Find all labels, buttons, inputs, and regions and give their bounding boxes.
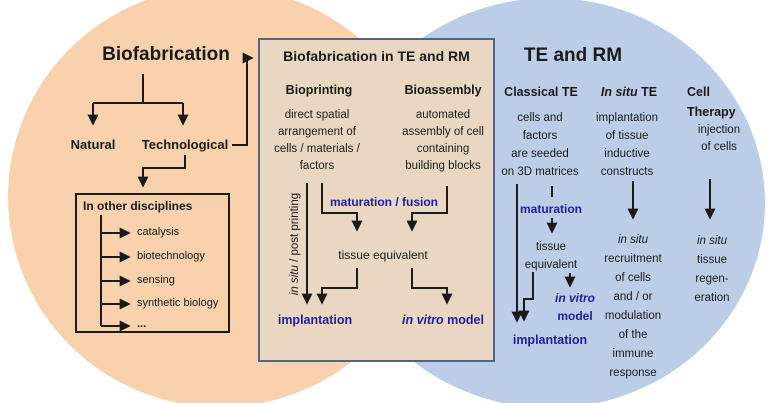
left-title: Biofabrication bbox=[102, 44, 230, 65]
tissue-equivalent-label: tissue equivalent bbox=[338, 248, 428, 262]
right-title: TE and RM bbox=[523, 45, 623, 66]
post-printing-side-label: in situ / post printing bbox=[289, 192, 301, 296]
insitu-te-desc: implantation of tissue inductive constru… bbox=[595, 112, 658, 178]
center-box bbox=[258, 38, 495, 362]
center-box-title: Biofabrication in TE and RM bbox=[283, 48, 470, 64]
maturation-fusion-label: maturation / fusion bbox=[330, 195, 438, 209]
cell-therapy-header: Cell Therapy bbox=[687, 85, 736, 119]
discipline-item: catalysis bbox=[137, 226, 180, 238]
disciplines-box bbox=[75, 193, 230, 333]
bioassembly-desc: automated assembly of cell containing bu… bbox=[402, 109, 484, 172]
bioprinting-header: Bioprinting bbox=[285, 83, 353, 97]
classical-tissue-equivalent: tissue equivalent bbox=[524, 241, 578, 271]
disciplines-title: In other disciplines bbox=[83, 199, 193, 213]
classical-te-desc: cells and factors are seeded on 3D matri… bbox=[501, 112, 579, 178]
classical-implantation-label: implantation bbox=[512, 333, 588, 347]
bioprinting-desc: direct spatial arrangement of cells / ma… bbox=[274, 109, 360, 172]
insitu-te-result: in situ recruitment of cells and / or mo… bbox=[604, 234, 662, 379]
discipline-item: synthetic biology bbox=[137, 297, 219, 309]
discipline-item: ... bbox=[137, 318, 147, 330]
discipline-item: sensing bbox=[137, 274, 175, 286]
cell-therapy-result: in situ tissue regen- eration bbox=[694, 235, 730, 304]
classical-te-header: Classical TE bbox=[504, 85, 578, 99]
discipline-item: biotechnology bbox=[137, 250, 205, 262]
natural-label: Natural bbox=[70, 137, 116, 152]
cell-therapy-desc: injection of cells bbox=[697, 124, 741, 153]
insitu-te-header: In situ TE bbox=[600, 85, 658, 99]
bioassembly-header: Bioassembly bbox=[404, 83, 482, 97]
classical-invitro-model: in vitro model bbox=[554, 291, 595, 323]
implantation-label: implantation bbox=[277, 313, 353, 327]
classical-maturation-label: maturation bbox=[519, 202, 582, 216]
invitro-model-label: in vitro model bbox=[402, 313, 484, 327]
technological-label: Technological bbox=[141, 137, 229, 152]
